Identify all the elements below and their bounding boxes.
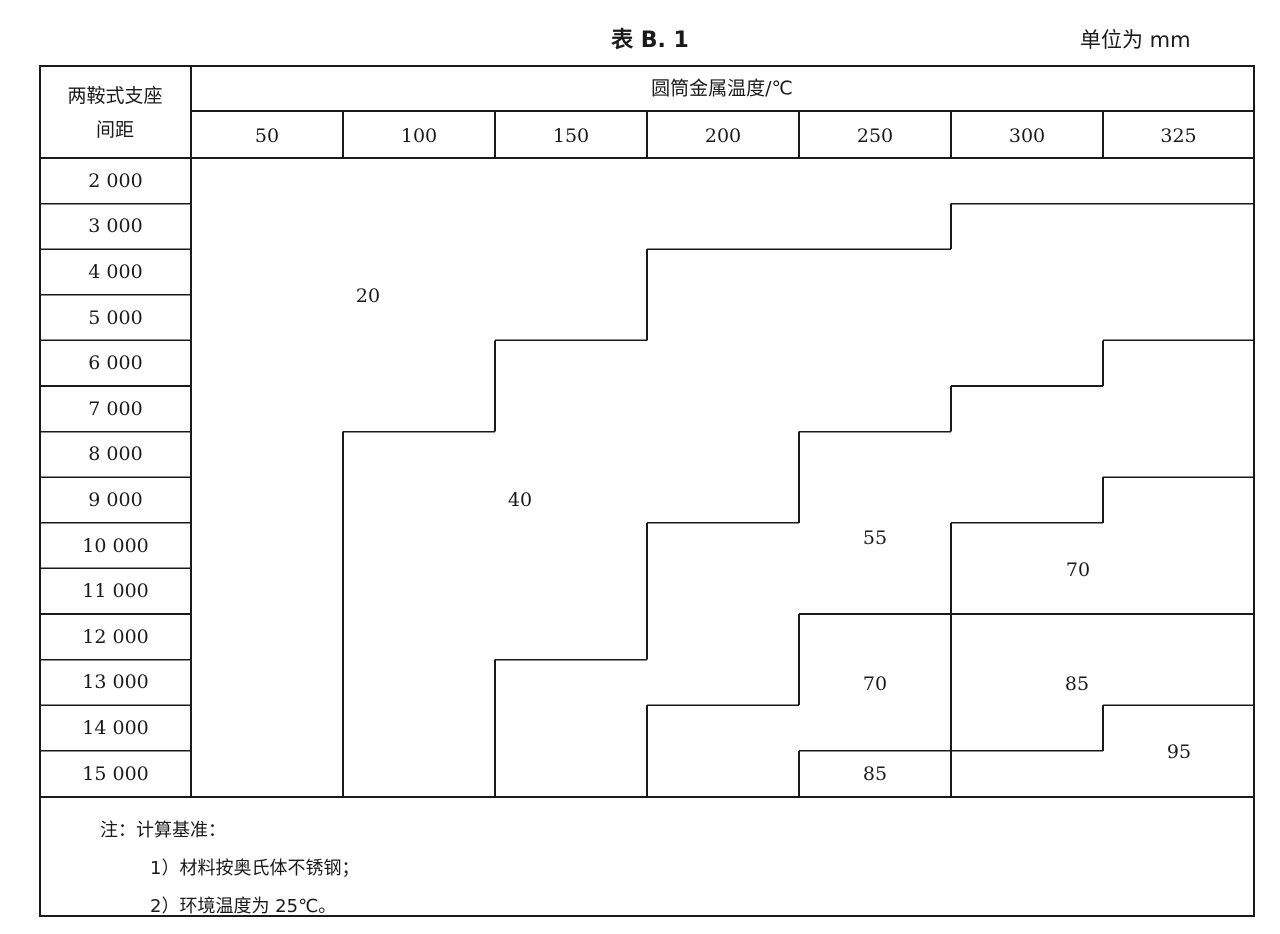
temperature-header-cell: 50 [254, 124, 280, 147]
unit-label: 单位为 mm [1080, 28, 1191, 52]
temperature-header-cell: 300 [1008, 124, 1046, 147]
region-70-b-value: 70 [862, 673, 888, 695]
corner-header: 两鞍式支座 间距 [40, 68, 190, 158]
spacing-label-cell: 11 000 [82, 580, 149, 603]
spacing-label-cell: 2 000 [88, 169, 143, 192]
spacing-label-cell: 8 000 [88, 443, 143, 466]
spacing-label-cell: 15 000 [82, 762, 149, 785]
table-title: 表 B. 1 [611, 28, 689, 53]
spacing-label-cell: 5 000 [88, 306, 143, 329]
spacing-label-cell: 13 000 [82, 671, 149, 694]
temperature-header-cell: 325 [1160, 124, 1197, 147]
spacing-label-cell: 9 000 [88, 489, 143, 511]
region-85-a-value: 85 [1064, 673, 1090, 695]
note-item-2: 2）环境温度为 25℃。 [150, 896, 337, 917]
spacing-label-cell: 3 000 [88, 215, 143, 238]
spacing-label-cell: 12 000 [82, 625, 149, 648]
region-85-b-value: 85 [862, 763, 888, 785]
region-40-value: 40 [507, 489, 533, 511]
temperature-group-header: 圆筒金属温度/℃ [651, 77, 793, 100]
spacing-label-cell: 4 000 [88, 261, 143, 283]
region-95-value: 95 [1166, 741, 1192, 763]
notes-heading: 注：计算基准： [100, 820, 226, 841]
corner-header-line-2: 间距 [95, 119, 134, 141]
spacing-label-cell: 10 000 [82, 534, 149, 557]
note-item-1: 1）材料按奥氏体不锈钢； [150, 858, 360, 879]
temperature-header-cell: 250 [856, 124, 894, 147]
corner-header-line-1: 两鞍式支座 [67, 85, 163, 107]
spacing-label-cell: 6 000 [88, 352, 143, 375]
notes: 注：计算基准： 1）材料按奥氏体不锈钢； 2）环境温度为 25℃。 [100, 812, 359, 926]
temperature-header-cell: 200 [704, 124, 742, 147]
region-70-a-value: 70 [1065, 559, 1091, 581]
region-55-a-value: 55 [862, 527, 888, 549]
region-20-value: 20 [355, 285, 381, 307]
spacing-label-cell: 7 000 [88, 397, 143, 420]
temperature-header-cell: 100 [400, 124, 438, 147]
table-frame [39, 65, 1255, 917]
spacing-label-cell: 14 000 [82, 717, 149, 739]
temperature-header-cell: 150 [552, 124, 590, 147]
